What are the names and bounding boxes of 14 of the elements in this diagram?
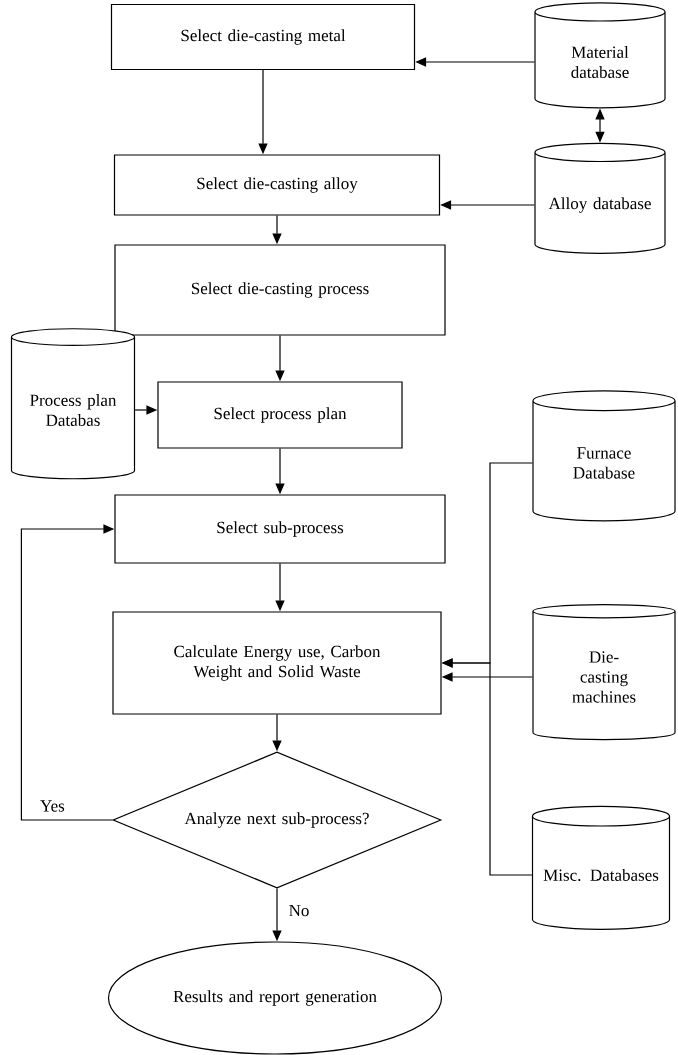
process-box: Select die-casting alloy <box>113 154 441 216</box>
process-box: Select die-casting process <box>114 244 446 336</box>
process-box: Select sub-process <box>114 494 446 564</box>
database-cylinder: Misc. Databases <box>531 805 671 930</box>
process-box: Calculate Energy use, Carbon Weight and Solid Waste <box>112 611 442 715</box>
database-cylinder: Alloy database <box>534 142 666 254</box>
database-cylinder: Material database <box>534 2 666 109</box>
process-box: Select die-casting metal <box>110 3 416 71</box>
database-cylinder: Die-casting machines <box>532 603 676 741</box>
database-cylinder: Furnace Database <box>532 390 676 522</box>
edge-label: Yes <box>39 799 66 813</box>
edge-label: No <box>287 903 311 918</box>
database-cylinder: Process plan Databas <box>10 328 136 480</box>
process-box: Select process plan <box>157 381 403 449</box>
